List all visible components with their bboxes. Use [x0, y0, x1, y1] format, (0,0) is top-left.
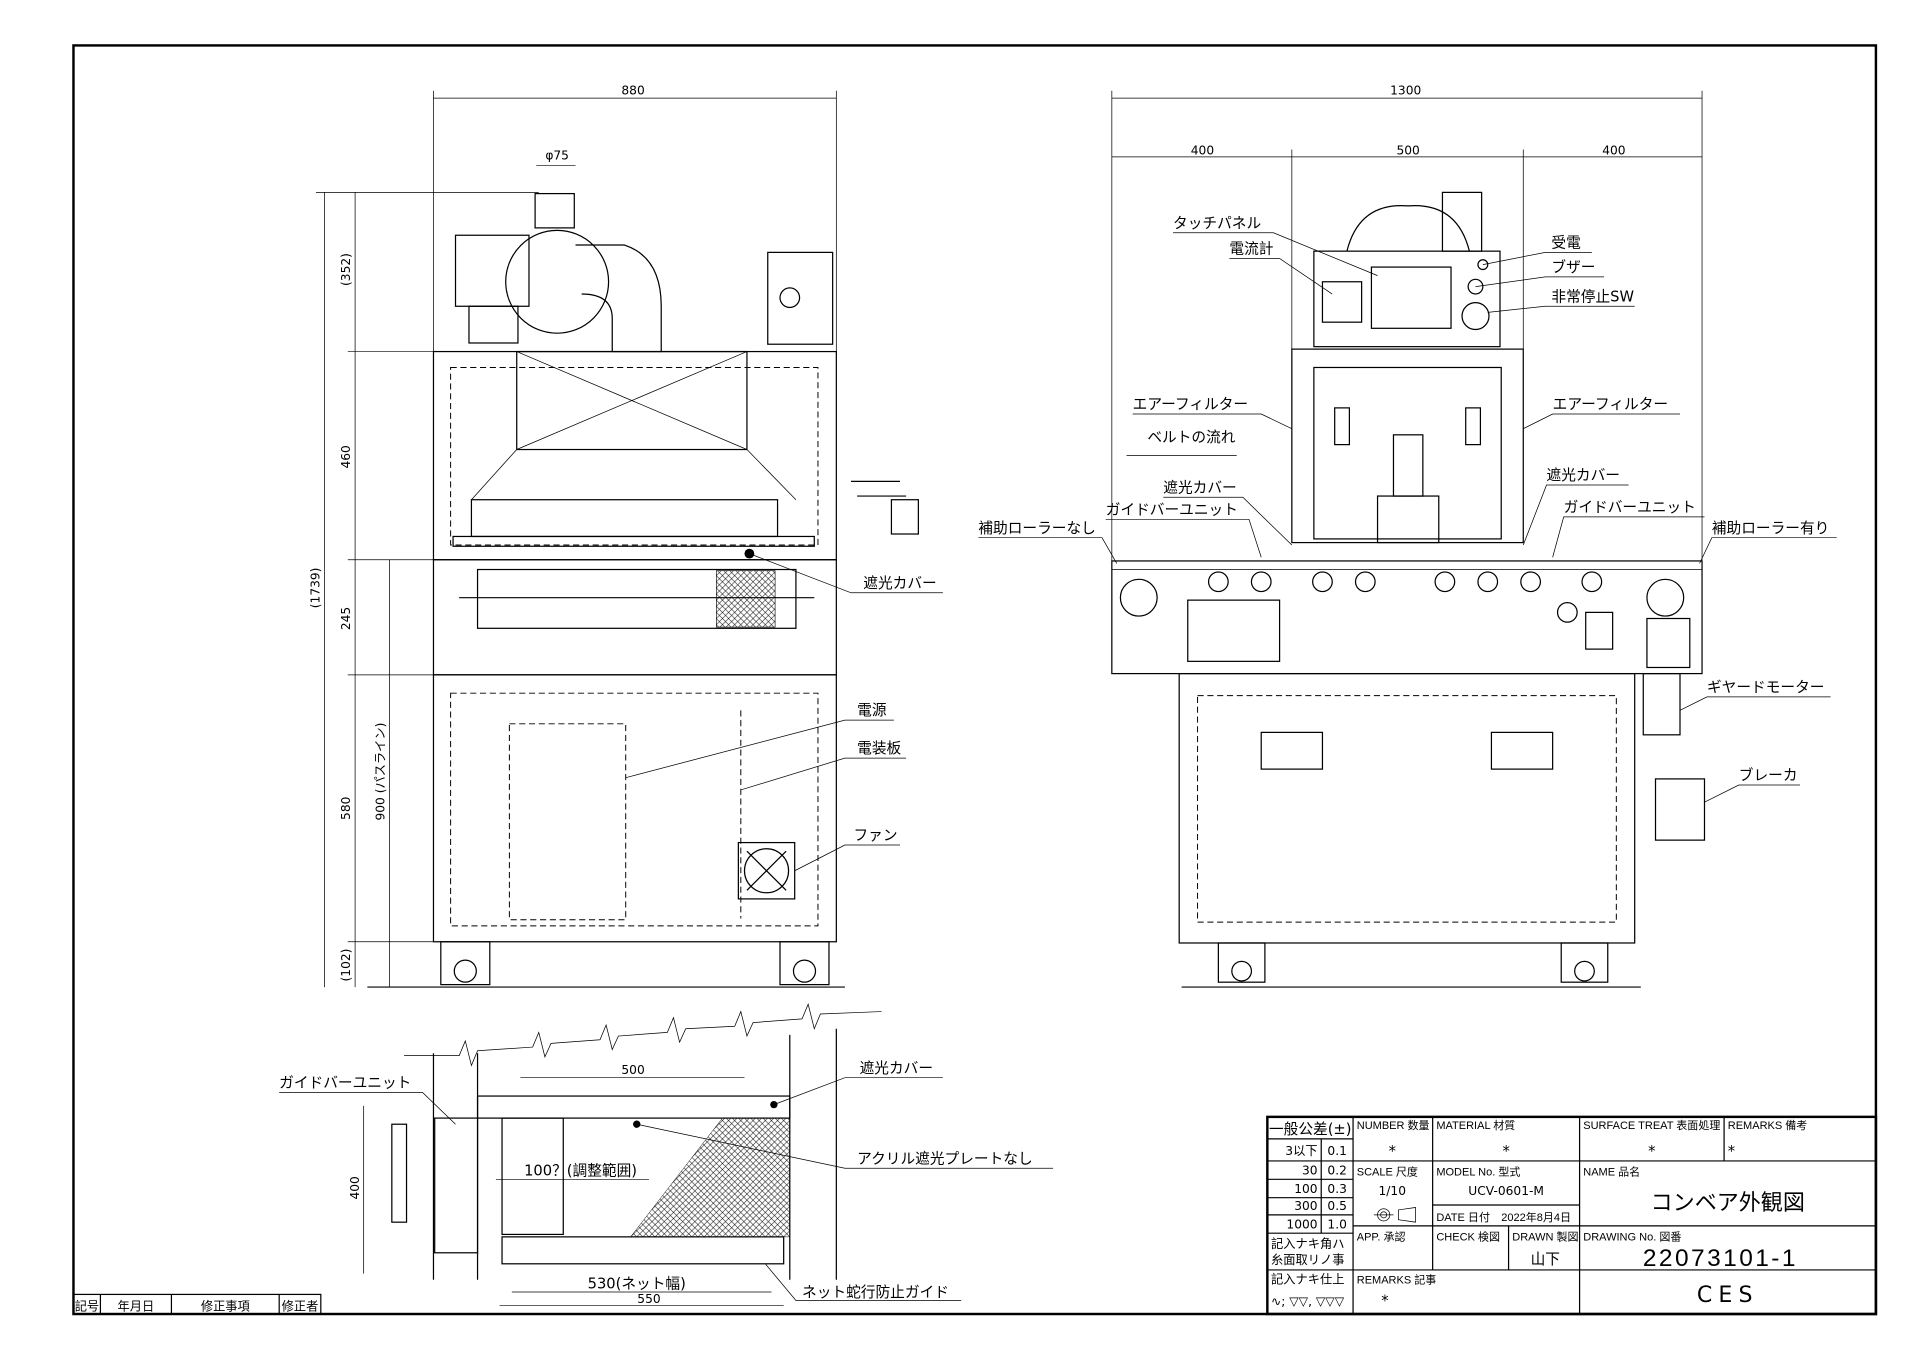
dim-top-500: 500	[621, 1063, 644, 1077]
label-shading-cover: 遮光カバー	[863, 575, 936, 592]
dim-total-height: (1739)	[309, 568, 323, 609]
dim-102: (102)	[339, 949, 353, 982]
label-breaker: ブレーカ	[1739, 766, 1798, 784]
label-top-shading-cover: 遮光カバー	[860, 1060, 933, 1077]
remarks-top-label: REMARKS 備考	[1728, 1119, 1808, 1132]
dim-passline: 900 (パスライン)	[373, 723, 387, 821]
tol-range-4: 300	[1294, 1199, 1317, 1213]
name-label: NAME 品名	[1583, 1165, 1640, 1179]
dim-top-400: 400	[348, 1176, 362, 1199]
label-shading-cover-right: 遮光カバー	[1547, 467, 1620, 484]
label-aux-roller: 補助ローラー有り	[1712, 520, 1830, 537]
title-block: 一般公差(±) 3以下 0.1 30 0.2 100 0.3 300 0.5 1…	[1266, 1115, 1878, 1316]
dim-550: 550	[637, 1292, 660, 1306]
tol-value-1: 0.1	[1327, 1144, 1346, 1158]
drawn-by: 山下	[1531, 1251, 1560, 1268]
rev-header-author: 修正者	[282, 1298, 319, 1313]
scale-value: 1/10	[1379, 1184, 1406, 1198]
tolerance-header: 一般公差(±)	[1269, 1121, 1352, 1138]
remarks-label: REMARKS 記事	[1357, 1272, 1437, 1286]
dim-right-400: 400	[1602, 143, 1625, 157]
tol-value-2: 0.2	[1327, 1163, 1346, 1177]
label-shading-cover-left: 遮光カバー	[1163, 479, 1236, 496]
dim-left-400: 400	[1191, 143, 1214, 157]
surface-treat-value: *	[1648, 1143, 1655, 1160]
material-label: MATERIAL 材質	[1436, 1118, 1515, 1132]
drawn-label: DRAWN 製図	[1512, 1230, 1578, 1244]
tol-value-3: 0.3	[1327, 1182, 1346, 1196]
scale-label: SCALE 尺度	[1357, 1165, 1418, 1179]
tol-range-1: 3以下	[1285, 1144, 1317, 1158]
drawing-number: 22073101-1	[1643, 1245, 1798, 1272]
drawing-no-label: DRAWING No. 図番	[1583, 1231, 1681, 1244]
label-power: 電源	[857, 702, 887, 719]
number-label: NUMBER 数量	[1357, 1119, 1430, 1132]
label-geared-motor: ギヤードモーター	[1707, 679, 1825, 696]
tol-value-5: 1.0	[1327, 1217, 1346, 1231]
label-touch-panel: タッチパネル	[1173, 215, 1261, 232]
label-adjust-range: 100？(調整範囲)	[524, 1162, 637, 1180]
label-ammeter: 電流計	[1229, 241, 1273, 258]
date-label: DATE 日付	[1436, 1211, 1490, 1224]
tol-range-2: 30	[1302, 1163, 1318, 1177]
third-angle-projection-icon	[1373, 1207, 1416, 1223]
model-value: UCV-0601-M	[1468, 1184, 1544, 1198]
label-power-in: 受電	[1551, 234, 1581, 251]
surface-treat-label: SURFACE TREAT 表面処理	[1583, 1118, 1720, 1132]
sheet-frame	[72, 44, 1878, 1316]
dim-center-500: 500	[1396, 143, 1419, 157]
tol-range-3: 100	[1294, 1182, 1317, 1196]
label-net-meander-guide: ネット蛇行防止ガイド	[802, 1284, 949, 1301]
chamfer-note-2: 糸面取リノ事	[1271, 1253, 1344, 1267]
chamfer-note-1: 記入ナキ角ハ	[1271, 1236, 1344, 1251]
label-air-filter-right: エアーフィルター	[1553, 396, 1668, 413]
finish-note: 記入ナキ仕上	[1271, 1271, 1344, 1286]
label-no-acrylic-plate: アクリル遮光プレートなし	[857, 1150, 1033, 1167]
label-top-guide-bar-unit: ガイドバーユニット	[279, 1074, 411, 1091]
dim-width: 880	[621, 83, 644, 97]
label-air-filter-left: エアーフィルター	[1133, 396, 1248, 413]
label-belt-flow: ベルトの流れ	[1147, 429, 1235, 446]
date-value: 2022年8月4日	[1501, 1210, 1571, 1224]
front-view: 1300 400 500 400	[978, 83, 1837, 988]
label-net-width: 530(ネット幅)	[588, 1275, 686, 1292]
dim-total-width: 1300	[1390, 83, 1421, 97]
rev-header-content: 修正事項	[201, 1298, 250, 1313]
label-no-aux-roller: 補助ローラーなし	[978, 520, 1096, 537]
rev-header-date: 年月日	[118, 1299, 155, 1313]
check-label: CHECK 検図	[1436, 1230, 1500, 1244]
approval-label: APP. 承認	[1357, 1230, 1406, 1244]
finish-symbols: ∿; ▽▽, ▽▽▽	[1271, 1294, 1345, 1308]
label-electric-panel: 電装板	[857, 739, 901, 757]
label-emergency-stop: 非常停止SW	[1551, 288, 1634, 305]
rev-header-symbol: 記号	[75, 1298, 99, 1313]
label-guide-bar-unit-left: ガイドバーユニット	[1106, 501, 1238, 518]
material-value: *	[1502, 1143, 1509, 1160]
label-guide-bar-unit-right: ガイドバーユニット	[1564, 499, 1696, 516]
dim-580: 580	[339, 797, 353, 820]
dim-352: (352)	[339, 253, 353, 286]
dim-460: 460	[339, 445, 353, 468]
model-label: MODEL No. 型式	[1436, 1165, 1520, 1179]
drawing-name: コンベア外観図	[1651, 1191, 1805, 1216]
remarks-value: *	[1381, 1292, 1388, 1309]
left-side-view: 880 φ75	[309, 83, 943, 988]
dim-245: 245	[339, 607, 353, 630]
remarks-top-value: *	[1728, 1143, 1735, 1160]
revision-table: 記号 年月日 修正事項 修正者	[72, 1293, 322, 1315]
label-fan: ファン	[853, 827, 897, 844]
dim-duct: φ75	[545, 148, 569, 162]
company-name: CES	[1697, 1283, 1759, 1308]
top-view: 500 400 530(ネット幅) 550 100？(調整範囲) 遮光カバー ガ…	[279, 1003, 1054, 1306]
label-buzzer: ブザー	[1551, 258, 1595, 276]
tol-range-5: 1000	[1286, 1217, 1317, 1231]
tol-value-4: 0.5	[1327, 1199, 1346, 1213]
number-value: *	[1389, 1143, 1396, 1160]
